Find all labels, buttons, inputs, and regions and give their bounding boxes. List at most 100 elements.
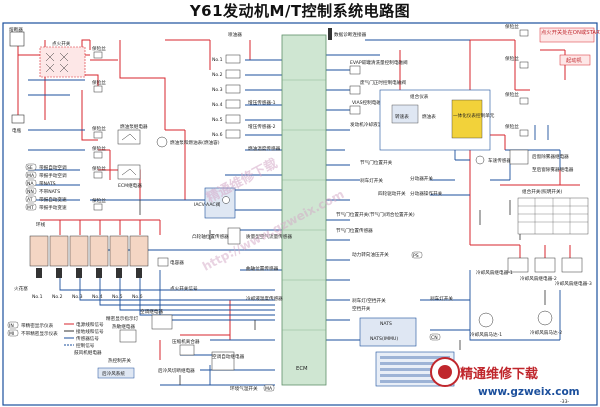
svg-text:PS: PS [413,253,419,259]
svg-text:带报手动空调: 带报手动空调 [39,172,67,179]
svg-text:ECM继电器: ECM继电器 [118,182,142,189]
combination-meter: 组合仪表 一体化仪表控制单元 转速表 燃油表 [379,89,495,151]
svg-text:No.5: No.5 [212,117,223,123]
mass-airflow-sensor: 质量型空气流量传感器 [246,233,292,240]
svg-text:废气门正时控制电磁阀: 废气门正时控制电磁阀 [360,79,406,86]
svg-text:燃油表: 燃油表 [422,113,436,120]
svg-text:No.6: No.6 [132,294,143,300]
diagram-title: Y61发动机M/T控制系统电路图 [189,2,411,20]
svg-text:增压传感器-1: 增压传感器-1 [248,99,276,106]
ecm-label: ECM [296,366,308,372]
signal-wires [28,39,561,386]
svg-text:节气门位置开关(节气门/闭合位置开关): 节气门位置开关(节气门/闭合位置开关) [336,211,415,218]
svg-text:喷油器: 喷油器 [228,31,242,38]
ecm-relay: ECM继电器 [117,164,142,189]
svg-text:发动机冷却液温度传感器: 发动机冷却液温度传感器 [350,121,401,128]
svg-text:控制信号: 控制信号 [76,342,95,349]
svg-text:保险丝: 保险丝 [505,55,519,62]
svg-text:数据诊断连接器: 数据诊断连接器 [334,31,367,38]
svg-text:冷却风扇马达-1: 冷却风扇马达-1 [470,331,502,338]
bottom-legend: IN MI 带精密显示仪表 不带精密显示仪表 电源线和信号 接地线和信号 传感器… [7,321,104,349]
svg-text:节气门位置开关: 节气门位置开关 [360,159,393,166]
fuse-left-3: 保险丝 [92,125,106,139]
heated-o2-sensors: 增压传感器-1 增压传感器-2 燃油温度传感器 [248,99,281,152]
idle-switch: 刹车灯/空挡开关 空挡开关 [352,297,386,312]
svg-text:SE: SE [27,165,33,171]
svg-text:MI: MI [9,331,14,337]
fuse-left-5: 保险丝 [92,165,106,179]
svg-text:不带NATS: 不带NATS [39,189,60,195]
svg-text:冷却风扇继电器-1: 冷却风扇继电器-1 [476,269,513,276]
svg-text:冷却风扇继电器-2: 冷却风扇继电器-2 [520,275,557,282]
svg-text:空调自动继电器: 空调自动继电器 [212,353,245,360]
svg-text:保险丝: 保险丝 [92,165,106,172]
svg-text:精密显示指示灯: 精密显示指示灯 [106,315,139,322]
svg-text:点火开关: 点火开关 [52,40,71,47]
lighting-switch-table: 组合开关(照明开关) [517,188,589,235]
svg-text:电源线和信号: 电源线和信号 [76,321,104,328]
svg-text:后窗除雾器继电器: 后窗除雾器继电器 [532,153,569,160]
svg-text:点火开关处在ON或START位置: 点火开关处在ON或START位置 [541,28,600,36]
ground-wires [139,200,546,385]
svg-text:AT: AT [27,197,33,203]
start-switch-note: 点火开关处在ON或START位置 [539,27,600,43]
coolant-temp-sensor: 冷却液温度传感器 [246,295,283,302]
svg-text:鼓风机继电器: 鼓风机继电器 [74,349,102,356]
svg-text:至后窗除雾器继电器: 至后窗除雾器继电器 [532,166,574,173]
ecm-module: ECM [281,34,327,386]
option-legend: SE MA NA NN AT MT 带报自动空调 带报手动空调 带NATS 不带… [25,163,67,211]
svg-text:保险丝: 保险丝 [92,197,106,204]
svg-text:No.5: No.5 [112,294,123,300]
throttle-sensor: 节气门位置传感器 [336,227,373,234]
svg-text:曲轴位置传感器: 曲轴位置传感器 [246,265,279,272]
condenser: 电容器 [157,257,184,267]
iacv-valve: IACV-AAC阀 [194,187,236,219]
egr-valve: 废气门正时控制电磁阀 [349,79,406,95]
svg-text:保险丝: 保险丝 [505,91,519,98]
logo-watermark [430,357,460,387]
svg-text:一体化仪表控制单元: 一体化仪表控制单元 [453,112,495,119]
svg-text:空调继电器: 空调继电器 [140,308,163,315]
svg-text:No.2: No.2 [52,294,63,300]
thermal-relay: 热敏继电器 热控制开关 [108,323,137,364]
svg-text:转速表: 转速表 [395,113,409,120]
diagram-frame [2,22,598,406]
ignition-switch: 点火开关 [39,40,86,78]
brake-switch: 刹车灯开关 [360,177,383,184]
fuel-pump-motor: 燃油泵和燃油表(燃油容) [156,136,220,148]
crank-sensor: 曲轴位置传感器 [246,265,279,272]
fuel-pump-relay: 燃油泵继电器 [117,123,148,145]
power-steering-switch: 动力转向油压开关 PS [352,251,423,259]
svg-text:保险丝: 保险丝 [505,123,519,130]
svg-text:凸轮轴位置传感器: 凸轮轴位置传感器 [192,233,229,240]
svg-text:质量型空气流量传感器: 质量型空气流量传感器 [246,233,292,240]
svg-text:MA: MA [27,173,35,179]
svg-text:NATS(IMMU): NATS(IMMU) [370,336,398,342]
svg-text:燃油泵继电器: 燃油泵继电器 [120,123,148,130]
env-temp-switch: 环境气温开关 MA [230,384,275,392]
svg-text:环线: 环线 [36,221,46,228]
svg-text:No.1: No.1 [212,57,223,63]
cooling-fan-relays: 冷却风扇继电器-1 冷却风扇继电器-2 冷却风扇继电器-3 [476,257,592,287]
svg-text:EVAP碳罐清洗量控制电磁阀: EVAP碳罐清洗量控制电磁阀 [350,59,408,66]
svg-text:电容器: 电容器 [170,259,184,266]
svg-text:节气门位置传感器: 节气门位置传感器 [336,227,373,234]
fuse-right-3: 保险丝 [505,91,529,105]
data-link-connector: 数据诊断连接器 [328,28,367,40]
fusible-link: 熔断器 [9,26,25,47]
svg-text:刹车灯/空挡开关: 刹车灯/空挡开关 [352,297,386,304]
watermark-cn: 精通维修下载 [460,366,538,382]
rear-defog-relay: 后窗除雾器继电器 至后窗除雾器继电器 [509,149,574,173]
svg-text:No.1: No.1 [32,294,43,300]
svg-text:热控制开关: 热控制开关 [108,357,131,364]
svg-text:组合仪表: 组合仪表 [410,93,429,100]
page-number: -33- [560,399,570,405]
svg-text:接地线和信号: 接地线和信号 [76,328,104,335]
evap-valve: EVAP碳罐清洗量控制电磁阀 [349,59,408,75]
knock-signal: 点火开关信号 [170,285,198,292]
nats-unit: NATS NATS(IMMU) [359,317,417,347]
svg-text:保险丝: 保险丝 [92,79,106,86]
svg-text:带精密显示仪表: 带精密显示仪表 [21,322,54,329]
svg-text:刹车灯开关: 刹车灯开关 [360,177,383,184]
